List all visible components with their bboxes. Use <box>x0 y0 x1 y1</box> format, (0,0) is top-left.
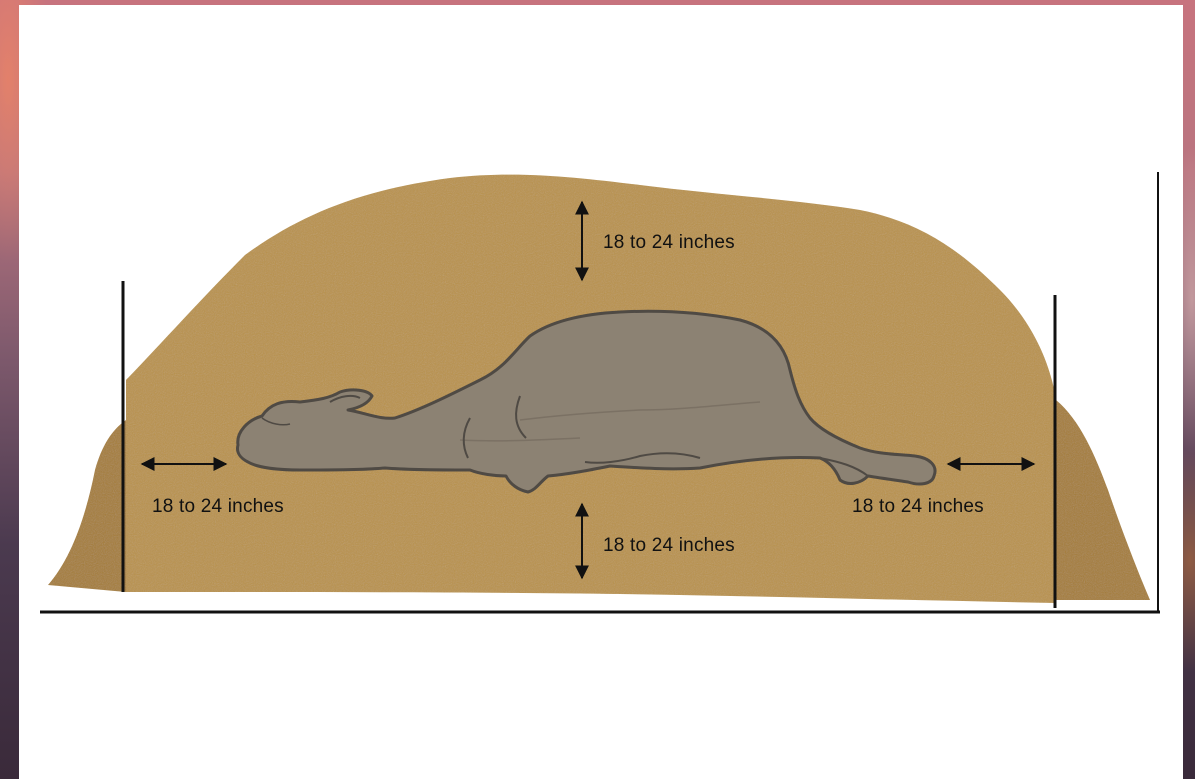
right-side-mound <box>1056 400 1150 600</box>
right-cover-label: 18 to 24 inches <box>852 496 984 518</box>
bottom-base-label: 18 to 24 inches <box>603 535 735 557</box>
left-cover-label: 18 to 24 inches <box>152 496 284 518</box>
top-cover-label: 18 to 24 inches <box>603 232 735 254</box>
left-side-mound <box>48 420 126 592</box>
